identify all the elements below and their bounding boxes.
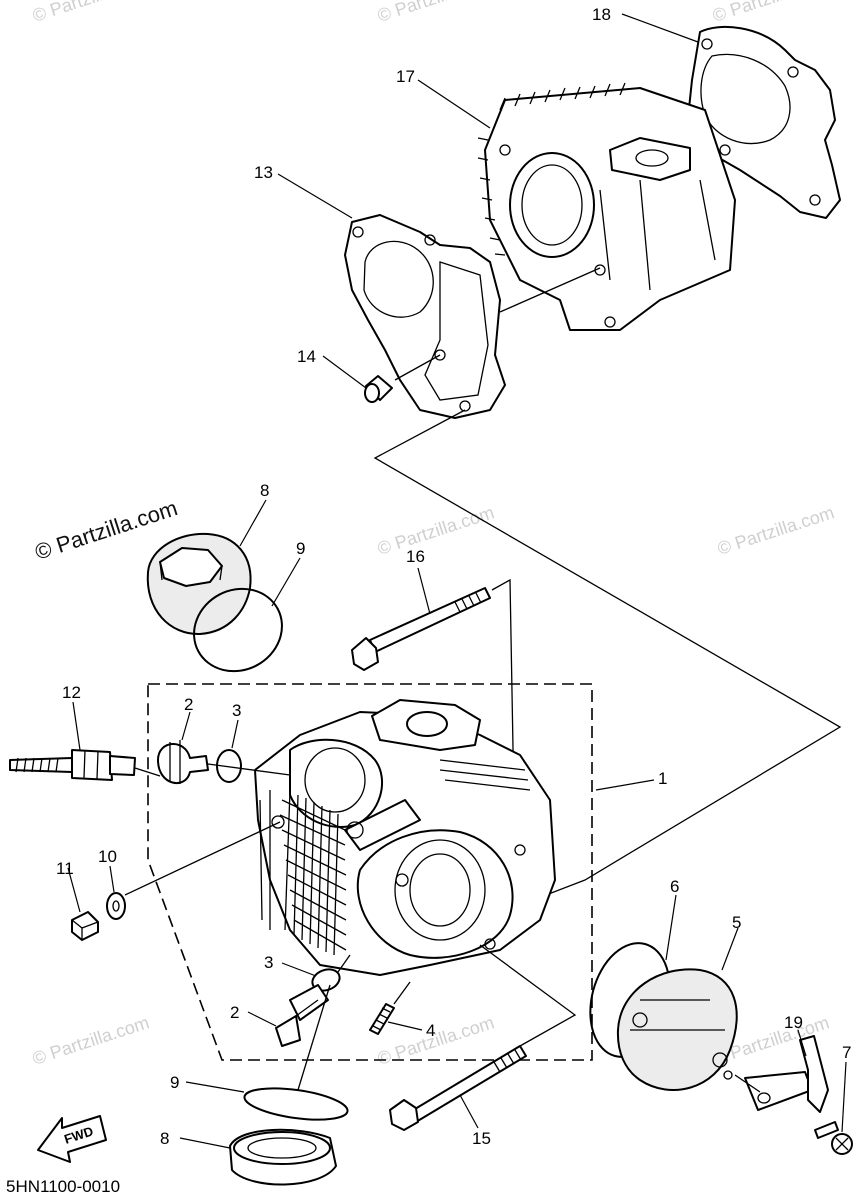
- part-4-stud: [369, 981, 411, 1035]
- alignment-lines: [373, 267, 842, 906]
- part-19-clamp: [734, 1035, 829, 1113]
- cylinder-head-fins: [279, 759, 531, 956]
- fwd-arrow-icon: FWD: [37, 1115, 107, 1163]
- part-14-dowel-pin: [364, 375, 393, 403]
- callout-19: 19: [784, 1013, 803, 1032]
- callout-13: 13: [254, 163, 273, 182]
- part-3-o-ring-top: [216, 749, 242, 783]
- part-2-cap-top: [157, 740, 291, 784]
- part-10-washer: [106, 892, 126, 920]
- part-8-plug-bottom: [229, 1128, 337, 1186]
- diagram-code: 5HN1100-0010: [6, 1177, 120, 1196]
- part-11-cap-nut: [71, 911, 99, 941]
- watermark: © Partzilla.com: [710, 0, 832, 26]
- part-15-bolt: [389, 944, 577, 1131]
- watermark: © Partzilla.com: [375, 502, 497, 559]
- alignment-line: [124, 821, 281, 896]
- callout-4: 4: [426, 1021, 435, 1040]
- leader-lines: [67, 13, 847, 1149]
- callout-11: 11: [56, 859, 74, 878]
- callout-6: 6: [670, 877, 679, 896]
- part-13-gasket: [344, 214, 506, 419]
- callout-3-bottom: 3: [264, 953, 273, 972]
- alignment-line: [297, 984, 331, 1091]
- part-8-plug-top: [146, 532, 252, 636]
- part-9-o-ring-bottom: [243, 1087, 349, 1121]
- callout-2-bottom: 2: [230, 1003, 239, 1022]
- callout-10: 10: [98, 847, 117, 866]
- part-1-cylinder-head: [254, 699, 556, 976]
- callout-9-top: 9: [296, 539, 305, 558]
- alignment-line: [337, 954, 351, 973]
- watermark: © Partzilla.com: [30, 1012, 152, 1069]
- part-3-o-ring-bottom: [311, 968, 341, 992]
- callout-3-top: 3: [232, 701, 241, 720]
- watermark: © Partzilla.com: [30, 0, 152, 26]
- callout-17: 17: [396, 67, 415, 86]
- group-dashed-boundary: [147, 683, 593, 1061]
- part-7-screw: [814, 1121, 853, 1155]
- watermark: © Partzilla.com: [375, 0, 497, 26]
- callout-8-bottom: 8: [160, 1129, 169, 1148]
- callout-16: 16: [406, 547, 425, 566]
- callout-9-bottom: 9: [170, 1073, 179, 1092]
- callout-2-top: 2: [184, 695, 193, 714]
- part-17-cylinder: [477, 82, 736, 331]
- callout-18: 18: [592, 5, 611, 24]
- callout-12: 12: [62, 683, 81, 702]
- part-9-o-ring-top: [193, 587, 283, 673]
- callout-8-top: 8: [260, 481, 269, 500]
- callout-7: 7: [842, 1043, 851, 1062]
- callout-15: 15: [472, 1129, 491, 1148]
- part-12-spark-plug: [9, 749, 161, 781]
- part-2-cap-bottom: [275, 984, 329, 1047]
- callout-14: 14: [297, 347, 316, 366]
- callout-1: 1: [658, 769, 667, 788]
- watermark: © Partzilla.com: [715, 502, 837, 559]
- part-18-gasket: [687, 25, 841, 219]
- callout-numbers: 18 17 13 14 8 9 16 12 2 3 1 10 11 6 5 3 …: [56, 5, 851, 1148]
- part-5-cover: [616, 968, 738, 1091]
- callout-5: 5: [732, 913, 741, 932]
